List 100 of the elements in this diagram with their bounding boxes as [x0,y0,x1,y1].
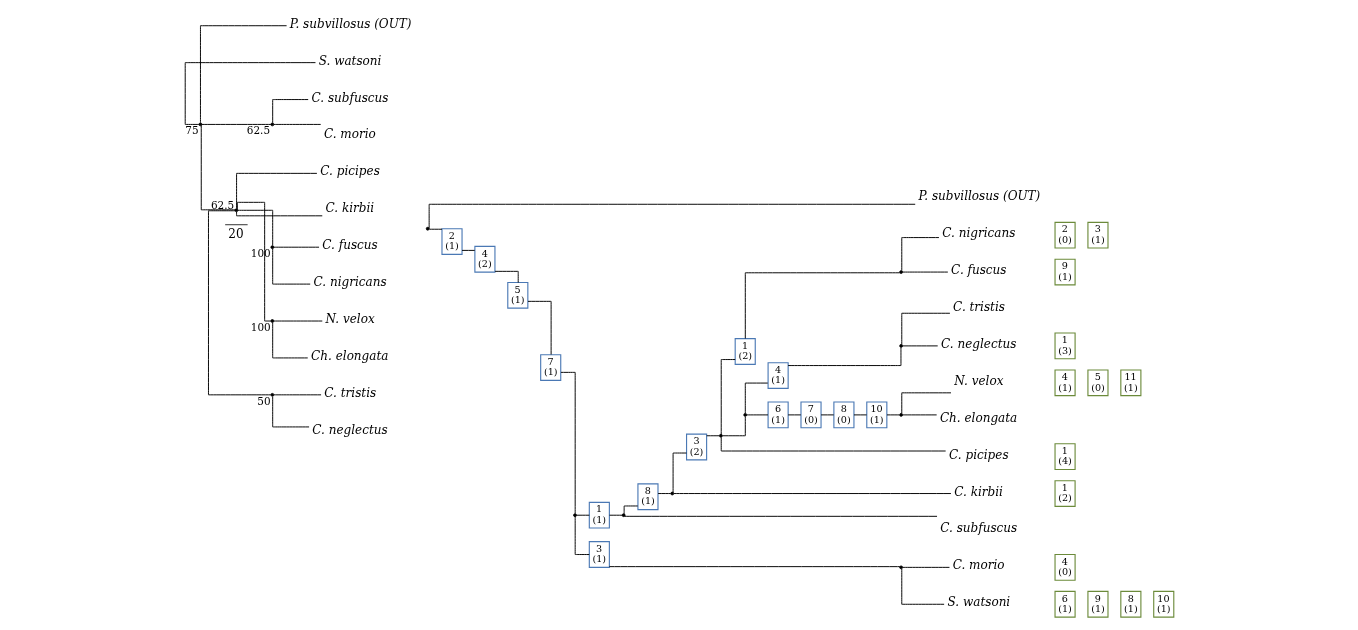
node-label: 50 [256,394,271,407]
node-box: 3 (1) [588,541,610,568]
node-text: C. tristis [323,385,376,400]
connector [201,123,271,125]
connector [744,272,900,339]
node-text: S. watsoni [318,53,381,68]
node-text: N. velox [325,312,375,327]
node-point [898,565,903,570]
connector [721,416,746,437]
connector [271,322,308,359]
node-text: C. fuscus [321,238,378,253]
node-text: Ch. elongata [939,410,1017,425]
node-point [572,513,577,518]
node-box: 10 (1) [1152,590,1174,618]
connector [199,25,287,124]
connector [271,99,309,124]
node-label: 62.5 [210,198,234,211]
connector [235,211,323,217]
connector [527,300,552,355]
connector [200,125,235,211]
node-text: C. picipes [319,164,380,179]
connector [608,514,623,516]
node-box: 2 (1) [440,228,463,255]
connector [574,516,590,555]
connector [428,203,916,230]
node-point [898,270,903,274]
node-box: 9 (1) [1086,590,1109,618]
node-text: C. morio [323,127,376,142]
node-point [425,226,430,231]
node-point [718,433,723,438]
connector [900,392,951,414]
connector [672,493,951,495]
node-text: C. fuscus [950,263,1007,278]
connector [886,414,900,416]
label: 20 [227,226,244,241]
node-point [669,491,674,496]
connector [273,394,322,396]
node-text: C. kirbii [325,201,374,216]
connector [273,123,321,125]
node-box: 8 (1) [1119,590,1141,618]
node-text: C. kirbii [953,484,1003,499]
connector [207,210,271,396]
node-label: 100 [250,320,271,333]
connector [900,237,939,272]
connector [720,436,946,452]
node-text: C. picipes [948,447,1009,462]
connector [720,359,736,435]
node-text: C. morio [952,558,1005,573]
connector [672,452,687,493]
connector [273,246,320,248]
connector [608,566,900,568]
connector [901,345,938,347]
node-text: C. subfuscus [939,521,1017,536]
connector [657,493,671,495]
node-box: 6 (1) [767,401,789,429]
connector [237,209,273,247]
connector [900,312,950,345]
node-box: 7 (0) [799,401,822,429]
node-box: 7 (1) [539,354,561,381]
node-text: C. neglectus [311,422,388,437]
node-point [270,122,274,127]
connector [900,568,945,605]
node-text: C. neglectus [940,336,1016,351]
connector [787,346,901,367]
node-point [234,208,238,213]
node-box: 3 (1) [1086,221,1109,249]
connector [575,514,590,516]
connector [901,414,937,416]
node-point [270,393,274,397]
connector [901,271,948,273]
node-text: C. nigricans [941,226,1015,241]
node-text: P. subvillosus (OUT) [289,16,412,31]
node-text: C. tristis [952,299,1005,314]
node-box: 1 (2) [1053,480,1076,507]
node-text: C. nigricans [313,275,387,290]
node-box: 11 (1) [1119,369,1141,397]
connector [744,382,768,414]
connector [271,248,311,285]
node-text: N. velox [953,373,1003,388]
connector [461,249,475,251]
node-box: 4 (2) [473,245,495,273]
connector [559,371,576,515]
connector [235,172,317,210]
node-label: 75 [184,124,199,137]
node-box: 6 (1) [1053,590,1076,618]
node-text: Ch. elongata [310,348,388,363]
node-label: 62.5 [246,124,270,137]
connector [746,414,768,416]
node-box: 1 (1) [588,501,610,529]
node-point [742,413,747,417]
node-box: 3 (2) [685,433,707,461]
node-box: 10 (1) [865,401,887,429]
node-point [898,413,903,417]
node-point [898,344,903,348]
node-point [270,245,274,250]
connector [273,320,323,322]
node-box: 1 (4) [1053,443,1076,471]
connector [901,566,950,568]
connector [494,270,519,283]
node-box: 5 (1) [506,281,528,309]
